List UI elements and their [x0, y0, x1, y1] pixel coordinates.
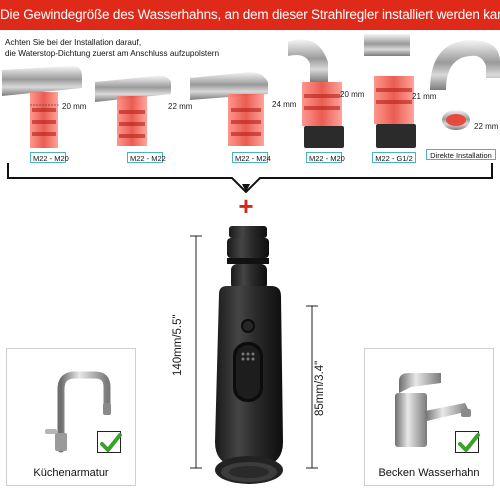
- faucet-type-4: M22 - M20: [306, 152, 345, 163]
- kitchen-faucet-label: Küchenarmatur: [33, 467, 109, 479]
- faucet-type-1: M22 - M20: [30, 152, 69, 163]
- faucet-size-2: 22 mm: [168, 102, 193, 111]
- kitchen-faucet-image: [45, 371, 111, 453]
- faucet-type-6: Direkte Installation: [426, 149, 496, 160]
- plus-icon: +: [238, 191, 254, 221]
- basin-faucet-compat-card: Becken Wasserhahn: [364, 348, 494, 486]
- note-line-1: Achten Sie bei der Installation darauf,: [5, 38, 142, 47]
- faucet-illustration-2: [95, 60, 190, 155]
- bracket-line: [7, 163, 493, 194]
- kitchen-faucet-compat-card: Küchenarmatur: [6, 348, 136, 486]
- faucet-type-3: M22 - M24: [232, 152, 271, 163]
- faucet-size-1: 20 mm: [62, 102, 87, 111]
- installation-note: Achten Sie bei der Installation darauf, …: [5, 37, 219, 59]
- faucet-illustration-5: [360, 32, 432, 152]
- note-line-2: die Waterstop-Dichtung zuerst am Anschlu…: [5, 49, 220, 58]
- check-icon: [455, 431, 480, 453]
- faucet-type-5: M22 - G1/2: [372, 152, 416, 163]
- faucet-size-3: 24 mm: [272, 100, 297, 109]
- faucet-size-4: 20 mm: [340, 90, 365, 99]
- title-banner: Die Gewindegröße des Wasserhahns, an dem…: [0, 0, 500, 30]
- faucet-illustration-1: [2, 60, 97, 155]
- basin-faucet-image: [395, 373, 471, 447]
- total-length-label: 140mm/5.5": [172, 314, 184, 376]
- faucet-size-6: 22 mm: [474, 122, 499, 131]
- faucet-size-5: 21 mm: [412, 92, 437, 101]
- basin-faucet-label: Becken Wasserhahn: [378, 467, 480, 479]
- faucet-type-2: M22 - M22: [127, 152, 166, 163]
- faucet-illustration-6: [430, 32, 500, 152]
- check-icon: [97, 431, 122, 453]
- body-length-label: 85mm/3.4": [314, 360, 326, 416]
- faucet-illustration-3: [190, 60, 285, 155]
- faucet-illustration-4: [288, 32, 360, 152]
- pull-out-sprayer-image: [215, 226, 283, 484]
